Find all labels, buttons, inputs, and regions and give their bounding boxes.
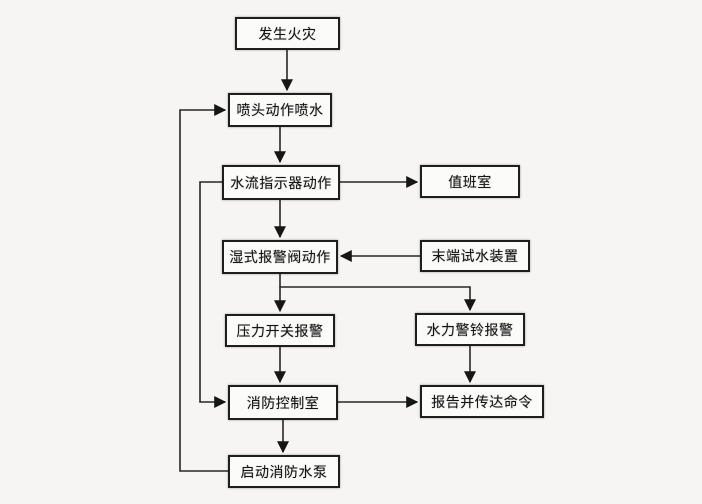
node-water-flow-indicator-operates-label: 水流指示器动作 — [230, 175, 332, 192]
node-fire-occurs-label: 发生火灾 — [258, 26, 317, 43]
node-report-and-relay-orders-label: 报告并传达命令 — [431, 394, 533, 411]
node-end-test-water-device-label: 末端试水装置 — [431, 249, 519, 265]
node-fire-control-room: 消防控制室 — [228, 385, 338, 420]
node-hydraulic-alarm-bell-label: 水力警铃报警 — [426, 322, 514, 339]
node-start-fire-pump-label: 启动消防水泵 — [240, 464, 328, 481]
node-sprinkler-head-discharges-label: 喷头动作喷水 — [236, 103, 324, 119]
node-water-flow-indicator-operates: 水流指示器动作 — [222, 165, 340, 200]
node-start-fire-pump: 启动消防水泵 — [228, 455, 340, 488]
node-duty-room-label: 值班室 — [448, 174, 492, 191]
node-pressure-switch-alarm-label: 压力开关报警 — [236, 323, 324, 340]
node-end-test-water-device: 末端试水装置 — [420, 240, 530, 272]
node-report-and-relay-orders: 报告并传达命令 — [420, 385, 544, 418]
node-fire-control-room-label: 消防控制室 — [246, 395, 320, 412]
node-sprinkler-head-discharges: 喷头动作喷水 — [228, 93, 332, 127]
node-wet-alarm-valve-operates: 湿式报警阀动作 — [222, 240, 338, 274]
node-hydraulic-alarm-bell: 水力警铃报警 — [415, 313, 525, 346]
node-duty-room: 值班室 — [420, 165, 520, 198]
node-pressure-switch-alarm: 压力开关报警 — [225, 314, 335, 347]
node-wet-alarm-valve-operates-label: 湿式报警阀动作 — [229, 250, 331, 266]
node-fire-occurs: 发生火灾 — [235, 17, 340, 50]
